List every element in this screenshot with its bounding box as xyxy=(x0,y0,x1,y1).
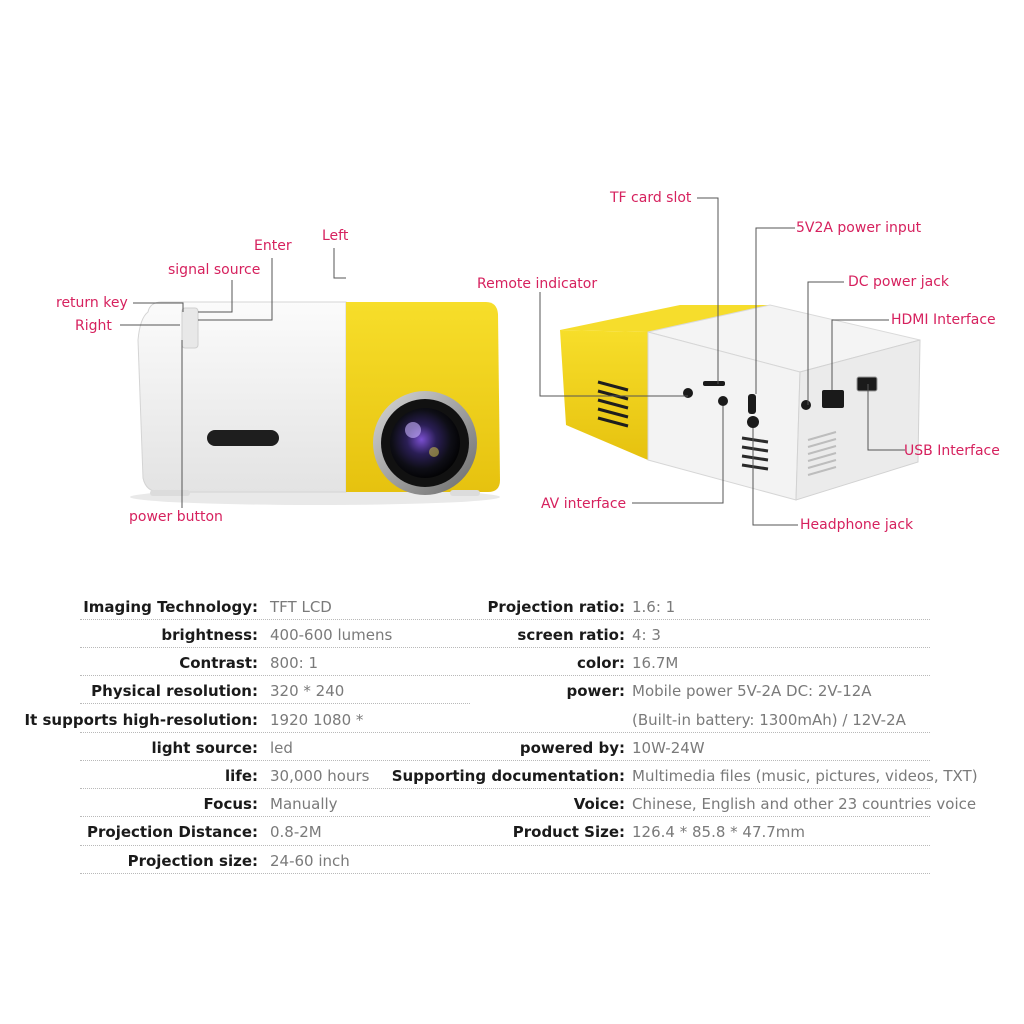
spec-label: Imaging Technology: xyxy=(83,598,258,616)
callout-left: Left xyxy=(322,228,349,244)
row-separator xyxy=(80,873,930,874)
spec-value: 320 * 240 xyxy=(270,682,345,700)
spec-value: 126.4 * 85.8 * 47.7mm xyxy=(632,823,806,841)
spec-label: Contrast: xyxy=(179,654,258,672)
spec-value: 400-600 lumens xyxy=(270,626,393,644)
row-separator xyxy=(80,703,470,704)
spec-label: life: xyxy=(225,767,258,785)
callout-right: Right xyxy=(75,318,112,334)
callout-av-interface: AV interface xyxy=(541,496,627,512)
spec-label: Voice: xyxy=(573,795,625,813)
spec-value-continued: (Built-in battery: 1300mAh) / 12V-2A xyxy=(632,711,906,729)
spec-value: 800: 1 xyxy=(270,654,318,672)
spec-value: TFT LCD xyxy=(270,598,332,616)
spec-label: Focus: xyxy=(203,795,258,813)
spec-value: 10W-24W xyxy=(632,739,705,757)
row-separator xyxy=(80,732,930,733)
callout-usb-interface: USB Interface xyxy=(904,443,1000,459)
row-separator xyxy=(80,845,930,846)
front-projector xyxy=(130,301,500,505)
spec-value: 1.6: 1 xyxy=(632,598,676,616)
spec-value: 0.8-2M xyxy=(270,823,322,841)
callout-power-input: 5V2A power input xyxy=(796,220,922,236)
spec-label: power: xyxy=(566,682,625,700)
callout-signal-source: signal source xyxy=(168,262,261,278)
rear-projector xyxy=(560,304,921,501)
row-separator xyxy=(80,816,930,817)
spec-label: It supports high-resolution: xyxy=(24,711,258,729)
row-separator xyxy=(80,647,930,648)
spec-label: light source: xyxy=(151,739,258,757)
row-separator xyxy=(80,619,930,620)
spec-value: 24-60 inch xyxy=(270,852,350,870)
callout-enter: Enter xyxy=(254,238,292,254)
spec-label: Supporting documentation: xyxy=(391,767,625,785)
row-separator xyxy=(80,788,930,789)
spec-value: Mobile power 5V-2A DC: 2V-12A xyxy=(632,682,872,700)
spec-label: Projection Distance: xyxy=(87,823,258,841)
spec-value: Manually xyxy=(270,795,338,813)
spec-label: brightness: xyxy=(161,626,258,644)
row-separator xyxy=(80,675,930,676)
spec-label: Projection size: xyxy=(127,852,258,870)
callout-dc-power-jack: DC power jack xyxy=(848,274,950,290)
spec-label: Product Size: xyxy=(512,823,625,841)
spec-value: 4: 3 xyxy=(632,626,661,644)
spec-value: 1920 1080 * xyxy=(270,711,364,729)
callout-return-key: return key xyxy=(56,295,128,311)
spec-label: Projection ratio: xyxy=(487,598,625,616)
spec-value: Multimedia files (music, pictures, video… xyxy=(632,767,978,785)
spec-value: led xyxy=(270,739,293,757)
callout-headphone-jack: Headphone jack xyxy=(800,517,914,533)
spec-value: Chinese, English and other 23 countries … xyxy=(632,795,977,813)
callout-leader-lines xyxy=(120,197,905,526)
callout-tf-card-slot: TF card slot xyxy=(610,190,692,206)
row-separator xyxy=(80,760,930,761)
spec-value: 16.7M xyxy=(632,654,679,672)
projector-illustrations xyxy=(120,197,921,526)
spec-label: Physical resolution: xyxy=(91,682,258,700)
callout-power-button: power button xyxy=(129,509,223,525)
spec-label: screen ratio: xyxy=(517,626,625,644)
spec-value: 30,000 hours xyxy=(270,767,370,785)
spec-label: powered by: xyxy=(519,739,625,757)
callout-remote-indicator: Remote indicator xyxy=(477,276,598,292)
spec-label: color: xyxy=(576,654,625,672)
callout-hdmi-interface: HDMI Interface xyxy=(891,312,996,328)
